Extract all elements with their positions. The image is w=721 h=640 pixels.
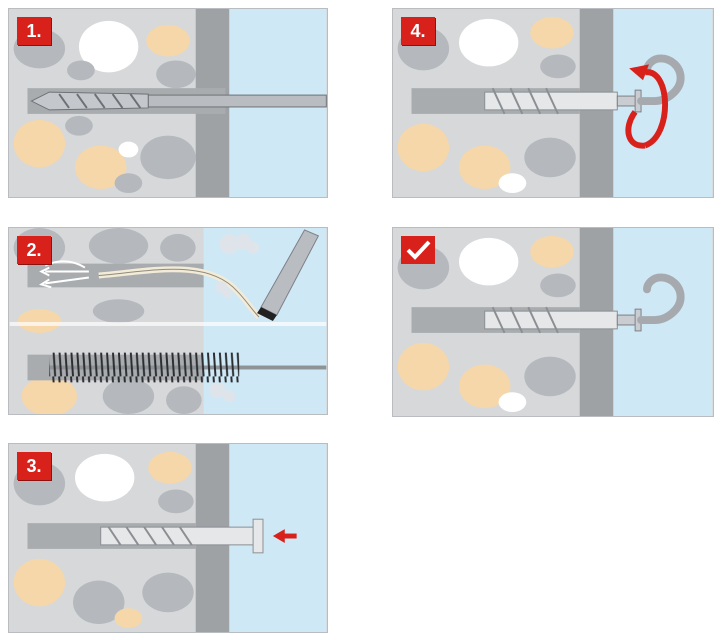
step-3-badge: 3. bbox=[17, 452, 51, 480]
step-2-cleaning-illustration bbox=[9, 228, 327, 414]
stones bbox=[397, 16, 576, 194]
screw-hook-icon bbox=[616, 54, 685, 113]
expanded-plug-icon bbox=[484, 306, 618, 334]
air-arrows-icon bbox=[38, 260, 89, 289]
stones bbox=[13, 451, 194, 629]
step-4-badge: 4. bbox=[401, 17, 435, 45]
step-2-badge: 2. bbox=[17, 236, 51, 264]
blow-pump-icon bbox=[98, 229, 320, 321]
cleaning-brush-icon bbox=[49, 352, 327, 383]
step-2-panel: 2. bbox=[8, 227, 328, 415]
step-4-screw-illustration bbox=[393, 9, 713, 197]
step-3-panel: 3. bbox=[8, 443, 328, 633]
step-4-panel: 4. bbox=[392, 8, 714, 198]
step-3-insert-illustration bbox=[9, 444, 327, 632]
step-5-badge bbox=[401, 236, 435, 264]
rotate-arrow-icon bbox=[625, 64, 669, 149]
step-5-finished-illustration bbox=[393, 228, 713, 416]
dust-cloud bbox=[209, 382, 236, 403]
stones bbox=[13, 20, 196, 194]
push-arrow-icon bbox=[272, 529, 297, 543]
expanded-plug-icon bbox=[484, 87, 618, 115]
dust-cloud bbox=[215, 233, 260, 299]
step-1-badge: 1. bbox=[17, 17, 51, 45]
screw-hook-icon bbox=[616, 273, 685, 332]
drill-bit-icon bbox=[30, 91, 327, 111]
wall-plug-icon bbox=[100, 518, 264, 554]
step-1-drill-illustration bbox=[9, 9, 327, 197]
step-1-panel: 1. bbox=[8, 8, 328, 198]
checkmark-icon bbox=[406, 240, 431, 260]
step-5-panel bbox=[392, 227, 714, 417]
